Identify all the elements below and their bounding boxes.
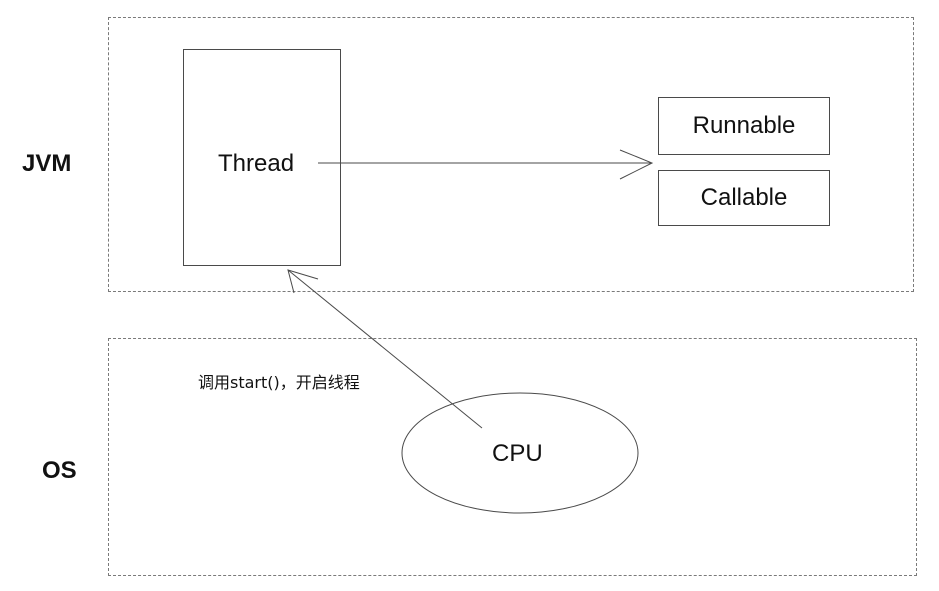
os-layer-label: OS [42,457,77,484]
runnable-label: Runnable [692,112,796,139]
callable-box: Callable [658,170,830,226]
callable-label: Callable [700,184,788,211]
jvm-region [108,17,914,292]
thread-box [183,49,341,266]
cpu-label: CPU [492,440,543,467]
os-region [108,338,917,576]
start-call-annotation: 调用start()，开启线程 [198,373,360,392]
jvm-layer-label: JVM [22,150,72,177]
thread-label: Thread [218,150,295,177]
runnable-box: Runnable [658,97,830,155]
